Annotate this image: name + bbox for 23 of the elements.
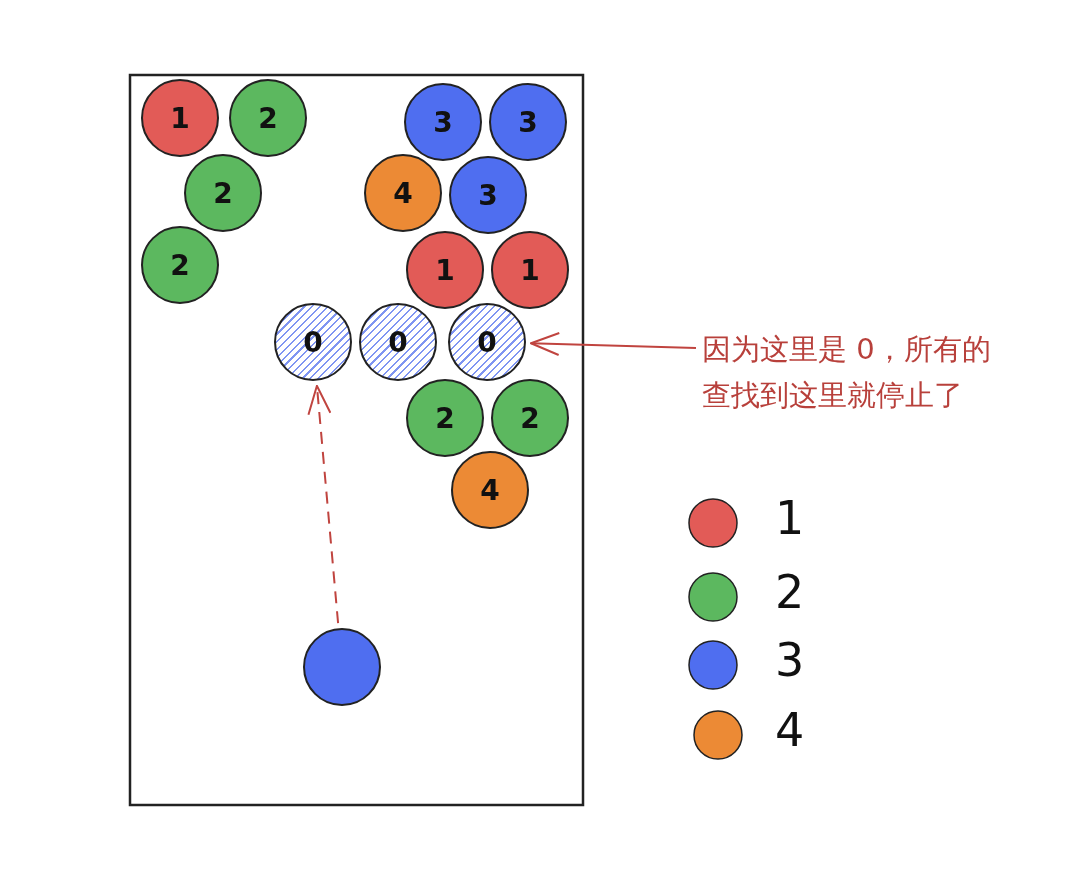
ball: 2: [491, 379, 569, 457]
ball: 3: [449, 156, 527, 234]
legend-label: 2: [775, 565, 805, 619]
ball: 3: [404, 83, 482, 161]
ball: 1: [406, 231, 484, 309]
ball: 2: [184, 154, 262, 232]
ball: 1: [491, 231, 569, 309]
ball: 2: [229, 79, 307, 157]
ball: 3: [489, 83, 567, 161]
ball: 4: [364, 154, 442, 232]
legend-label: 4: [775, 703, 805, 757]
ball: 0: [359, 303, 437, 381]
ball: 4: [451, 451, 529, 529]
ball: 0: [274, 303, 352, 381]
arrow: [307, 384, 340, 625]
ball: 0: [448, 303, 526, 381]
ball: 2: [406, 379, 484, 457]
legend-label: 1: [775, 491, 805, 545]
arrow: [530, 332, 697, 357]
legend-label: 3: [775, 633, 805, 687]
ball: 2: [141, 226, 219, 304]
annotation-text: 因为这里是 0，所有的查找到这里就停止了: [702, 326, 1002, 418]
ball: 1: [141, 79, 219, 157]
